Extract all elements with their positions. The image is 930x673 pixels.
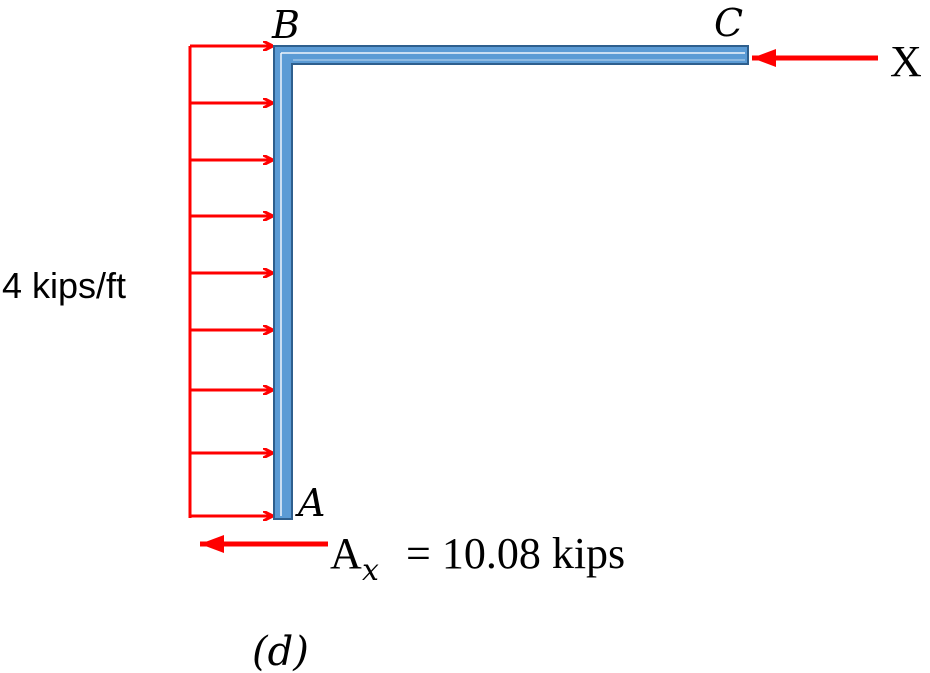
frame-outline xyxy=(273,45,749,520)
reaction-value: = 10.08 kips xyxy=(406,529,625,578)
force-x: X xyxy=(752,37,922,86)
frame-member xyxy=(273,45,749,520)
force-x-label: X xyxy=(890,37,922,86)
point-label-c: C xyxy=(714,1,743,45)
load-label: 4 kips/ft xyxy=(2,265,126,306)
point-label-a: A xyxy=(295,481,325,525)
reaction-ax: A x = 10.08 kips xyxy=(200,529,625,588)
point-label-b: B xyxy=(271,3,300,47)
figure-caption: (d) xyxy=(252,629,309,673)
frame-inner-highlight xyxy=(280,52,745,516)
distributed-load xyxy=(188,46,272,518)
reaction-symbol: A xyxy=(330,529,362,578)
reaction-subscript: x xyxy=(362,553,379,588)
